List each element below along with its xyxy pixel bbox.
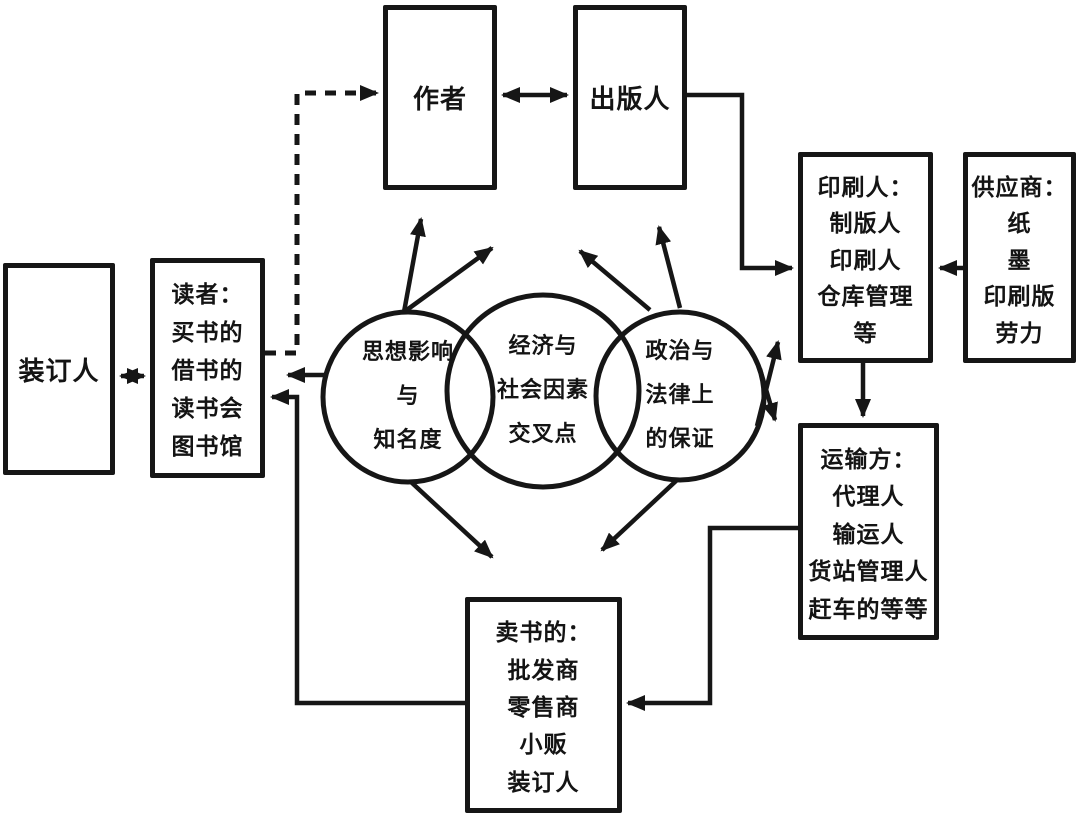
circle-economic-line: 社会因素 [496, 378, 590, 403]
arrow-readers-to-author-dashed [265, 85, 379, 356]
node-shipper-line: 代理人 [832, 484, 905, 510]
node-readers: 读者： 买书的 借书的 读书会 图书馆 [150, 258, 265, 478]
node-bookseller-line: 批发商 [507, 657, 580, 684]
arrow-shipper-to-bookseller [626, 525, 798, 711]
arrow-circle-political-to-bookseller [600, 478, 679, 552]
circle-political-line: 的保证 [645, 427, 715, 452]
node-bookseller: 卖书的： 批发商 零售商 小贩 装订人 [465, 597, 622, 813]
node-bookseller-line: 小贩 [519, 732, 568, 759]
circle-political-line: 法律上 [645, 383, 715, 408]
arrow-bookseller-to-readers [270, 389, 465, 706]
node-shipper-line: 货站管理人 [808, 559, 929, 585]
circle-intellectual-line: 与 [396, 384, 420, 409]
circle-economic-line: 经济与 [508, 334, 578, 359]
node-readers-line: 买书的 [171, 320, 244, 346]
node-printer-header: 印刷人： [817, 174, 914, 201]
node-binder-label: 装订人 [18, 356, 100, 387]
node-publisher: 出版人 [573, 5, 687, 190]
node-shipper-header: 运输方： [820, 446, 917, 473]
node-binder: 装订人 [3, 263, 115, 475]
arrow-circle-political-to-printer [754, 340, 782, 427]
node-author: 作者 [383, 5, 497, 190]
node-readers-line: 读书会 [171, 396, 244, 422]
circle-economic-outline [444, 292, 642, 490]
node-supplier-line: 纸 [1007, 211, 1032, 237]
circle-intellectual-line: 知名度 [373, 428, 443, 453]
node-supplier-line: 劳力 [995, 320, 1044, 347]
node-publisher-label: 出版人 [589, 85, 671, 115]
circle-intellectual-outline [320, 309, 496, 485]
node-readers-line: 图书馆 [171, 434, 244, 460]
node-printer-line: 印刷人 [829, 247, 902, 274]
arrow-publisher-to-printer [687, 92, 794, 276]
circle-economic-label: 经济与 社会因素 交叉点 [497, 325, 589, 457]
node-bookseller-line: 零售商 [507, 694, 580, 721]
arrow-circle-political-up [655, 225, 683, 309]
node-readers-header: 读者： [171, 282, 244, 308]
arrow-circle-intellectual-upright [402, 246, 494, 314]
arrow-circle-political-upleft [578, 249, 652, 312]
node-author-label: 作者 [412, 85, 467, 115]
node-bookseller-header: 卖书的： [495, 620, 592, 647]
node-supplier-header: 供应商： [971, 174, 1068, 201]
node-shipper: 运输方： 代理人 输运人 货站管理人 赶车的等等 [798, 423, 939, 640]
node-shipper-line: 赶车的等等 [808, 596, 929, 623]
arrow-circle-intellectual-to-bookseller [409, 480, 494, 559]
circle-political-label: 政治与 法律上 的保证 [645, 330, 714, 462]
node-printer-line: 制版人 [829, 211, 902, 237]
node-printer: 印刷人： 制版人 印刷人 仓库管理 等 [798, 152, 933, 363]
circle-intellectual-label: 思想影响 与 知名度 [362, 331, 454, 463]
node-supplier-line: 印刷版 [983, 284, 1056, 310]
arrow-circle-intellectual-up [401, 217, 426, 313]
node-shipper-line: 输运人 [832, 521, 905, 548]
node-printer-line: 仓库管理 [817, 284, 914, 310]
arrow-circle-political-to-shipper [757, 368, 778, 422]
node-printer-line: 等 [853, 320, 878, 347]
circle-intellectual-line: 思想影响 [361, 340, 455, 365]
circle-economic-line: 交叉点 [508, 422, 578, 447]
circle-political-line: 政治与 [645, 339, 715, 364]
node-readers-line: 借书的 [171, 358, 244, 384]
node-supplier-line: 墨 [1007, 247, 1032, 274]
node-bookseller-line: 装订人 [507, 769, 580, 796]
node-supplier: 供应商： 纸 墨 印刷版 劳力 [963, 152, 1076, 363]
